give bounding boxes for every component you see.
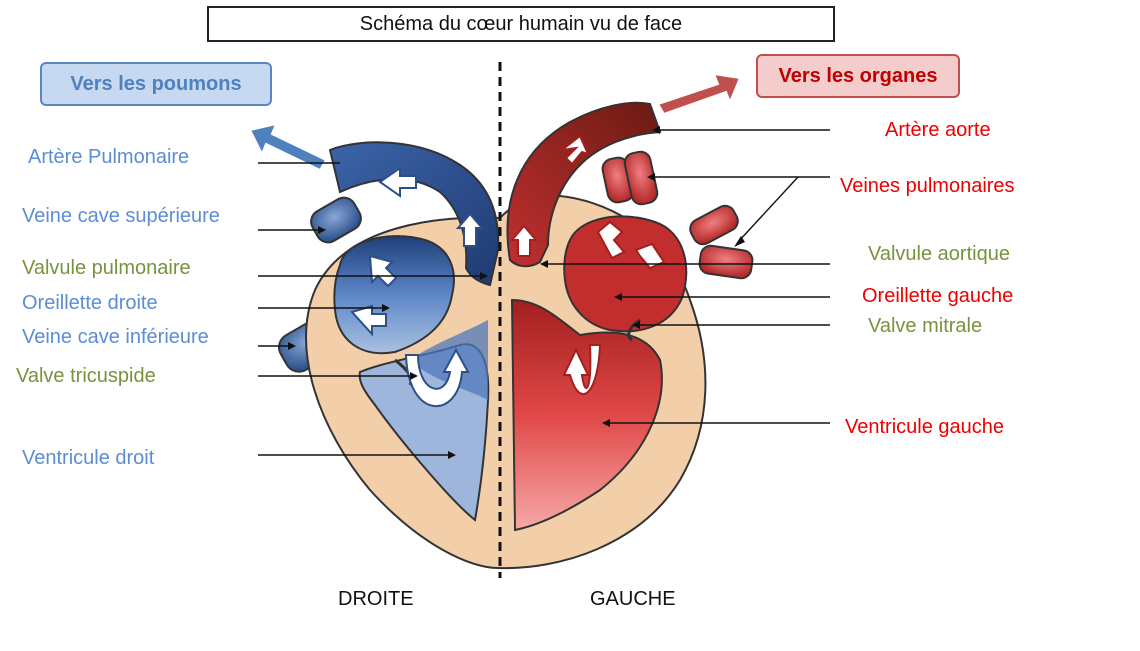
pulmonary-veins bbox=[601, 150, 754, 280]
label-left-ventricle: Ventricule gauche bbox=[845, 416, 1005, 438]
to-organs-box: Vers les organes bbox=[756, 54, 960, 98]
label-left-atrium: Oreillette gauche bbox=[862, 285, 1014, 307]
arrow-to-organs bbox=[656, 72, 742, 116]
leader-arrowheads-left bbox=[288, 226, 488, 459]
label-superior-vena-cava: Veine cave supérieure bbox=[22, 205, 220, 227]
label-aorta: Artère aorte bbox=[885, 119, 991, 141]
leader-arrowheads-right bbox=[540, 126, 745, 427]
diagram-title: Schéma du cœur humain vu de face bbox=[207, 6, 835, 42]
label-mitral-valve: Valve mitrale bbox=[868, 315, 983, 337]
label-right-atrium: Oreillette droite bbox=[22, 292, 158, 314]
oxygenated-flow-arrows bbox=[509, 134, 666, 396]
arrow-to-lungs bbox=[248, 122, 328, 172]
label-tricuspid-valve: Valve tricuspide bbox=[16, 365, 156, 387]
caption-right-side: DROITE bbox=[338, 588, 414, 610]
to-lungs-box: Vers les poumons bbox=[40, 62, 272, 106]
label-inferior-vena-cava: Veine cave inférieure bbox=[22, 326, 209, 348]
blood-flow-arrows bbox=[350, 166, 485, 408]
left-ventricle bbox=[510, 298, 663, 532]
label-aortic-valve: Valvule aortique bbox=[868, 243, 1010, 265]
label-pulmonary-artery: Artère Pulmonaire bbox=[28, 146, 190, 168]
pulmonary-artery bbox=[328, 141, 500, 287]
superior-vena-cava bbox=[310, 196, 362, 244]
label-pulmonary-veins: Veines pulmonaires bbox=[840, 175, 1015, 197]
left-atrium bbox=[563, 215, 688, 333]
valve-mitral-shape bbox=[627, 318, 641, 342]
caption-left-side: GAUCHE bbox=[590, 588, 676, 610]
label-right-ventricle: Ventricule droit bbox=[22, 447, 155, 469]
aorta bbox=[506, 101, 662, 268]
leader-lines-right bbox=[548, 129, 830, 424]
leader-lines-left bbox=[258, 162, 480, 456]
label-pulmonary-valve: Valvule pulmonaire bbox=[22, 257, 191, 279]
